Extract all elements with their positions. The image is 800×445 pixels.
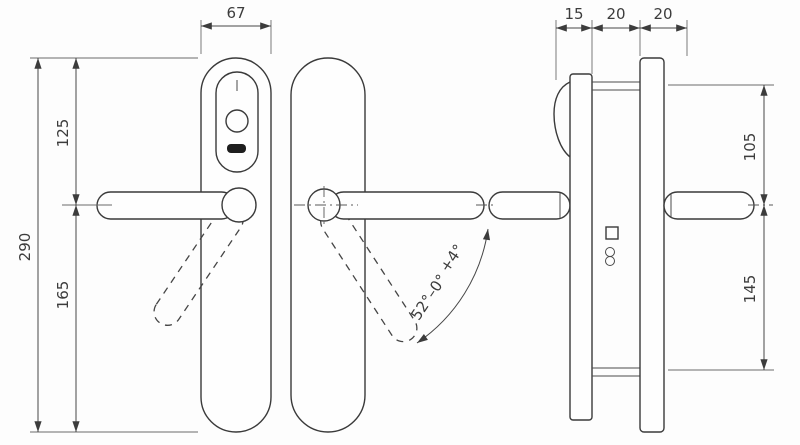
reader-housing — [215, 71, 259, 173]
lever-handle-inner — [329, 191, 485, 220]
rotation-arc — [416, 228, 491, 344]
angle-label-range: 52°–0° — [407, 271, 451, 323]
handle-rose-outer — [221, 187, 257, 223]
reader-dome-profile — [553, 81, 571, 158]
front-view-outer-escutcheon — [96, 57, 272, 433]
escutcheon-plate-inner — [290, 57, 366, 433]
escutcheon-plate-outer — [200, 57, 272, 433]
side-view — [476, 57, 773, 433]
side-lever-inner — [663, 191, 755, 220]
dim-plate-width: 67 — [226, 4, 245, 22]
fixing-hole-lower — [605, 256, 615, 266]
angle-label-plus: +4° — [436, 241, 467, 276]
spindle-hole-square — [605, 226, 619, 240]
dim-side-top-to-spindle: 105 — [741, 133, 759, 162]
reader-button — [225, 109, 249, 133]
side-escutcheon-outer — [569, 73, 593, 421]
side-lever-outer — [488, 191, 571, 220]
dim-spindle-to-bottom: 165 — [54, 281, 72, 310]
dim-depth-rear: 20 — [653, 5, 672, 23]
fixing-hole-upper — [605, 247, 615, 257]
side-escutcheon-inner — [639, 57, 665, 433]
keyhole-slot — [227, 144, 246, 153]
dim-depth-mid: 20 — [606, 5, 625, 23]
dim-top-to-spindle: 125 — [54, 119, 72, 148]
dim-overall-height: 290 — [16, 233, 34, 262]
front-view-inner-escutcheon — [290, 57, 485, 433]
dim-depth-front: 15 — [564, 5, 583, 23]
dim-side-spindle-to-bottom: 145 — [741, 275, 759, 304]
lever-handle-outer — [96, 191, 236, 220]
